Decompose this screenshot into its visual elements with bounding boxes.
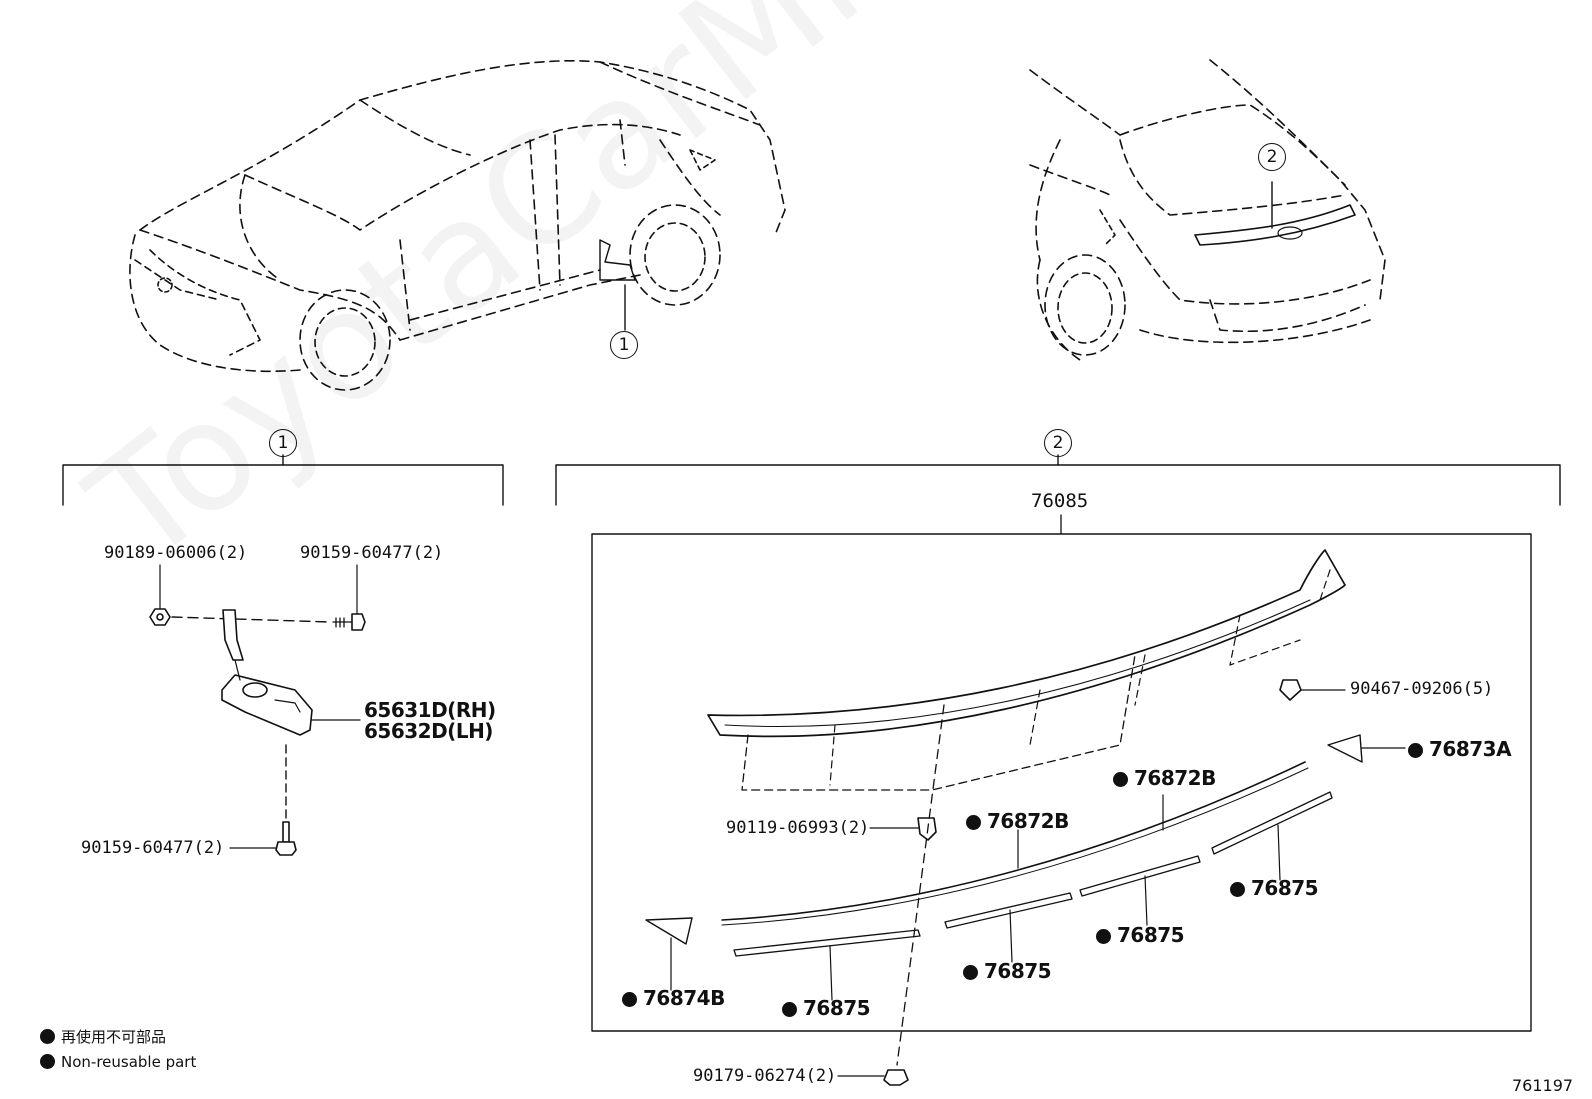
callout-circle-1-sedan: 1: [610, 331, 638, 359]
group-label-76085: 76085: [1031, 490, 1089, 512]
part-label-76873A: 76873A: [1408, 739, 1512, 759]
non-reusable-dot-icon: [966, 815, 981, 830]
sedan-illustration: [129, 60, 786, 391]
clip-90179: [837, 1069, 909, 1086]
part-label-76875-mid-right: 76875: [1096, 925, 1185, 945]
figure-id: 761197: [1512, 1076, 1574, 1095]
callout-circle-2-hatch: 2: [1258, 143, 1286, 171]
part-label-76874B: 76874B: [622, 988, 725, 1008]
legend-non-reusable-jp: 再使用不可部品: [40, 1026, 166, 1047]
part-label-76875-right: 76875: [1230, 878, 1319, 898]
non-reusable-dot-icon: [622, 992, 637, 1007]
non-reusable-dot-icon: [1096, 929, 1111, 944]
section-circle-2: 2: [1044, 429, 1072, 457]
part-label-90179-06274: 90179-06274(2): [693, 1066, 837, 1086]
part-label-90467-09206: 90467-09206(5): [1350, 679, 1494, 699]
non-reusable-dot-icon: [782, 1002, 797, 1017]
part-label-76875-left: 76875: [782, 998, 871, 1018]
non-reusable-dot-icon: [1113, 772, 1128, 787]
section-bracket-1: [62, 454, 504, 506]
part-label-90119-06993: 90119-06993(2): [726, 818, 870, 838]
garnish-group-box: [591, 514, 1532, 1066]
part-label-90159-60477-bottom: 90159-60477(2): [81, 838, 225, 858]
non-reusable-dot-icon: [963, 965, 978, 980]
hatchback-illustration: [1029, 59, 1386, 361]
part-label-76875-mid-left: 76875: [963, 961, 1052, 981]
part-label-65631D-RH: 65631D(RH): [364, 698, 496, 722]
legend-non-reusable-en: Non-reusable part: [40, 1053, 196, 1071]
part-label-90189-06006: 90189-06006(2): [104, 543, 248, 563]
part-label-76872B-upper: 76872B: [1113, 768, 1216, 788]
legend-dot-icon: [40, 1054, 55, 1069]
legend-dot-icon: [40, 1029, 55, 1044]
part-label-65632D-LH: 65632D(LH): [364, 719, 493, 743]
part-label-76872B-lower: 76872B: [966, 811, 1069, 831]
section-circle-1: 1: [269, 429, 297, 457]
scuff-bracket-assembly: [149, 564, 366, 856]
non-reusable-dot-icon: [1230, 882, 1245, 897]
non-reusable-dot-icon: [1408, 743, 1423, 758]
part-label-90159-60477-top: 90159-60477(2): [300, 543, 444, 563]
